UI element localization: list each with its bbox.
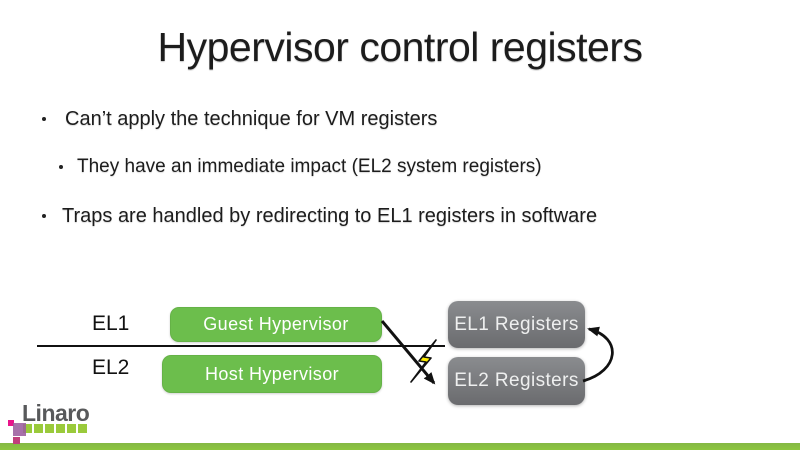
logo-accent-square	[8, 420, 14, 426]
bullet-item-3: Traps are handled by redirecting to EL1 …	[42, 205, 597, 228]
redirect-arrow-icon	[582, 326, 614, 383]
bullet-item-2: They have an immediate impact (EL2 syste…	[59, 156, 542, 178]
logo-square	[67, 424, 76, 433]
el1-level-label: EL1	[92, 312, 130, 335]
slide-title: Hypervisor control registers	[157, 24, 644, 70]
linaro-logo-text: Linaro	[22, 400, 90, 426]
linaro-logo-squares	[23, 424, 87, 433]
el2-level-label: EL2	[92, 356, 130, 379]
logo-square	[56, 424, 65, 433]
logo-accent-square	[13, 423, 26, 436]
trap-arrow-icon	[380, 320, 436, 385]
bullet-text: Traps are handled by redirecting to EL1 …	[62, 205, 598, 227]
el2-registers-box: EL2 Registers	[448, 357, 585, 405]
logo-square	[45, 424, 54, 433]
logo-accent-square	[13, 437, 20, 444]
footer-bar	[0, 443, 800, 450]
el-divider-line	[37, 345, 445, 347]
guest-hypervisor-box: Guest Hypervisor	[170, 307, 382, 342]
logo-square	[23, 424, 32, 433]
bullet-dot-icon	[42, 117, 46, 121]
logo-square	[34, 424, 43, 433]
bullet-dot-icon	[42, 214, 46, 218]
host-hypervisor-box: Host Hypervisor	[162, 355, 382, 393]
bullet-item-1: Can’t apply the technique for VM registe…	[42, 108, 437, 131]
el1-registers-box: EL1 Registers	[448, 301, 585, 348]
bullet-text: They have an immediate impact (EL2 syste…	[77, 156, 542, 177]
logo-square	[78, 424, 87, 433]
bullet-dot-icon	[59, 165, 63, 169]
bullet-text: Can’t apply the technique for VM registe…	[65, 108, 438, 130]
